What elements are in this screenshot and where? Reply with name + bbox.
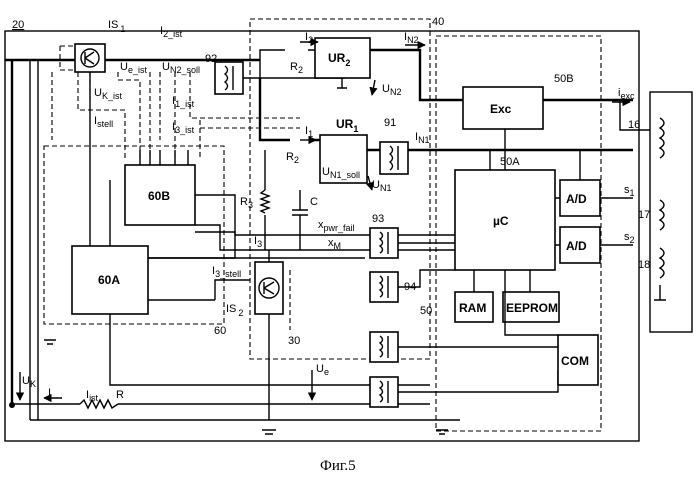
label-30: 30 bbox=[288, 335, 300, 347]
label-91: 91 bbox=[384, 117, 396, 129]
label-40: 40 bbox=[432, 16, 444, 28]
label-c: C bbox=[310, 196, 318, 208]
label-16: 16 bbox=[628, 119, 640, 131]
label-20: 20 bbox=[12, 19, 24, 31]
label-uk-ist: UK_ist bbox=[94, 87, 122, 101]
label-93: 93 bbox=[372, 213, 384, 225]
label-r: R bbox=[116, 389, 124, 401]
label-i2: I2 bbox=[305, 31, 313, 45]
60a-is2-line bbox=[148, 280, 250, 300]
label-i3-stell: I3_stell bbox=[212, 265, 241, 279]
resistor-r bbox=[80, 400, 118, 408]
60a-60b-link bbox=[148, 232, 235, 258]
sensor-ground bbox=[654, 285, 666, 300]
label-r2b: R2 bbox=[286, 151, 299, 165]
label-iist: Iist bbox=[86, 389, 99, 403]
label-i1: I1 bbox=[305, 125, 313, 139]
rail-branches bbox=[30, 60, 38, 420]
label-i3: I3 bbox=[254, 235, 262, 249]
rail-node bbox=[9, 402, 15, 408]
label-un1: UN1 bbox=[372, 179, 391, 193]
label-is1: IS1 bbox=[108, 19, 125, 34]
block-ad2-label: A/D bbox=[566, 239, 587, 253]
feedback-lines bbox=[52, 72, 300, 160]
resistor-r3 bbox=[261, 190, 269, 213]
label-xm: xM bbox=[328, 237, 341, 251]
block-ram-label: RAM bbox=[459, 301, 486, 315]
label-92: 92 bbox=[205, 53, 217, 65]
label-60: 60 bbox=[214, 325, 226, 337]
label-in2: IN2 bbox=[404, 31, 419, 45]
label-xpwr: xpwr_fail bbox=[318, 219, 355, 233]
transformer-com bbox=[370, 332, 398, 362]
block-60b-label: 60B bbox=[148, 189, 170, 203]
transformer-94 bbox=[370, 272, 398, 302]
memory-links bbox=[474, 270, 530, 292]
label-istell: Istell bbox=[94, 115, 113, 129]
label-un2: UN2 bbox=[382, 83, 401, 97]
label-r3: R3 bbox=[240, 196, 253, 210]
capacitor-c bbox=[292, 190, 308, 250]
label-i2-ist: I2_ist bbox=[160, 25, 183, 39]
block-60b-arrows bbox=[140, 150, 188, 165]
block-60a-label: 60A bbox=[98, 273, 120, 287]
block-eeprom-label: EEPROM bbox=[506, 301, 558, 315]
is1-dashed-link bbox=[60, 46, 75, 70]
figure-caption: Фиг.5 bbox=[320, 458, 356, 474]
transformer-92 bbox=[215, 62, 243, 94]
label-50a: 50A bbox=[500, 156, 520, 168]
is1-switch bbox=[75, 44, 105, 72]
transformer-bottom bbox=[370, 377, 398, 407]
arrow-un2 bbox=[372, 80, 375, 95]
block-com-label: COM bbox=[561, 354, 589, 368]
label-iexc: iexc bbox=[618, 87, 635, 101]
label-r2a: R2 bbox=[290, 61, 303, 75]
coil-17 bbox=[660, 200, 664, 230]
bus-to-ur2 bbox=[260, 50, 315, 60]
label-s1: s1 bbox=[624, 184, 635, 198]
label-17: 17 bbox=[638, 209, 650, 221]
label-s2: s2 bbox=[624, 231, 635, 245]
label-50: 50 bbox=[420, 305, 432, 317]
block-ur1-label: UR1 bbox=[336, 117, 358, 134]
block-mc-label: µC bbox=[493, 214, 509, 228]
label-uk: UK bbox=[22, 375, 36, 389]
coil-18 bbox=[660, 248, 664, 278]
label-18: 18 bbox=[638, 259, 650, 271]
label-in1: IN1 bbox=[415, 131, 430, 145]
block-ad1-label: A/D bbox=[566, 192, 587, 206]
label-ue-ist: Ue_ist bbox=[120, 61, 147, 75]
label-i-left: I bbox=[48, 387, 51, 399]
sensor-box bbox=[650, 92, 692, 332]
label-94: 94 bbox=[404, 281, 416, 293]
label-un2-soll: UN2_soll bbox=[162, 61, 200, 75]
transformer-93 bbox=[370, 228, 398, 258]
label-ue: Ue bbox=[316, 363, 329, 377]
ur2-ground bbox=[337, 78, 347, 88]
label-50b: 50B bbox=[554, 73, 574, 85]
transformer-91 bbox=[380, 142, 408, 174]
block-exc-label: Exc bbox=[490, 102, 512, 116]
exc-output-line bbox=[543, 100, 633, 130]
label-is2: IS2 bbox=[226, 303, 243, 318]
